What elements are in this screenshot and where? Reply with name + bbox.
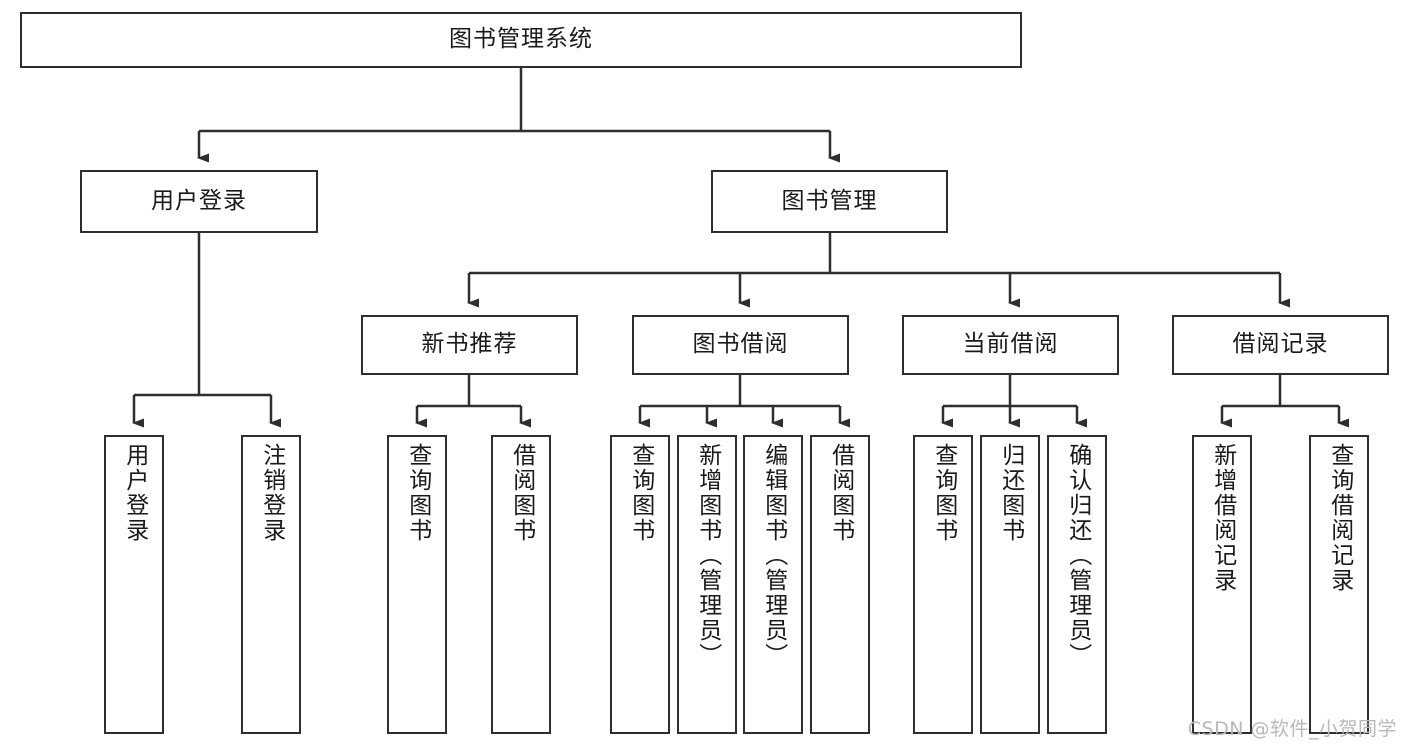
leaf-user-login-logout[interactable]: 注销登录 [241,435,301,734]
node-borrow-record[interactable]: 借阅记录 [1172,315,1389,375]
watermark: CSDN @软件_小贺同学 [1187,718,1397,740]
node-label: 当前借阅 [962,331,1059,358]
leaf-label: 归还图书 [997,443,1024,543]
leaf-label: 用户登录 [121,443,148,543]
leaf-label: 查询图书 [930,443,957,543]
leaf-label: 查询借阅记录 [1326,443,1353,593]
leaf-label: 确认归还（管理员） [1064,443,1091,668]
leaf-label: 新增图书（管理员） [694,443,721,668]
leaf-record-add-record[interactable]: 新增借阅记录 [1192,435,1252,734]
node-label: 图书借阅 [692,331,789,358]
node-book-borrow[interactable]: 图书借阅 [632,315,849,375]
leaf-recommend-borrow-book[interactable]: 借阅图书 [491,435,551,734]
leaf-record-query-record[interactable]: 查询借阅记录 [1309,435,1369,734]
node-new-book-recommend[interactable]: 新书推荐 [361,315,578,375]
node-current-borrow[interactable]: 当前借阅 [902,315,1119,375]
node-label: 借阅记录 [1232,331,1329,358]
leaf-label: 新增借阅记录 [1209,443,1236,593]
leaf-current-query-book[interactable]: 查询图书 [913,435,973,734]
leaf-user-login-login[interactable]: 用户登录 [104,435,164,734]
leaf-label: 编辑图书（管理员） [760,443,787,668]
node-root-system[interactable]: 图书管理系统 [20,12,1022,68]
leaf-recommend-query-book[interactable]: 查询图书 [387,435,447,734]
leaf-label: 借阅图书 [508,443,535,543]
leaf-borrow-query-book[interactable]: 查询图书 [610,435,670,734]
node-label: 用户登录 [151,187,247,214]
leaf-current-confirm-return[interactable]: 确认归还（管理员） [1047,435,1107,734]
node-book-management[interactable]: 图书管理 [711,170,948,233]
leaf-borrow-add-book[interactable]: 新增图书（管理员） [677,435,737,734]
leaf-label: 查询图书 [404,443,431,543]
node-label: 图书管理系统 [449,26,593,53]
leaf-current-return-book[interactable]: 归还图书 [980,435,1040,734]
node-user-login[interactable]: 用户登录 [80,170,318,233]
node-label: 图书管理 [781,187,878,214]
leaf-label: 借阅图书 [827,443,854,543]
leaf-borrow-borrow-book[interactable]: 借阅图书 [810,435,870,734]
leaf-borrow-edit-book[interactable]: 编辑图书（管理员） [743,435,803,734]
leaf-label: 注销登录 [258,443,285,543]
node-label: 新书推荐 [421,331,518,358]
leaf-label: 查询图书 [627,443,654,543]
